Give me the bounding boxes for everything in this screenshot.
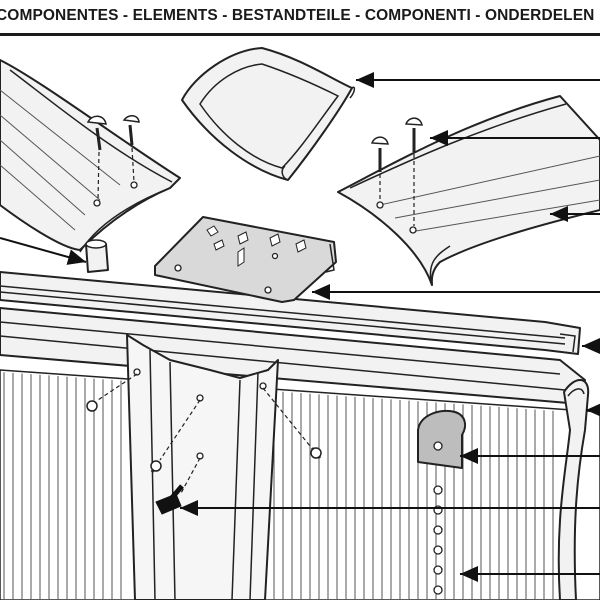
spacer-plug-part <box>85 239 109 273</box>
screws-right-part <box>370 117 423 226</box>
arrow-spacer <box>0 237 87 265</box>
components-header: COMPONENTES - ELEMENTS - BESTANDTEILE - … <box>0 0 600 36</box>
upright-post <box>126 334 279 600</box>
components-title: COMPONENTES - ELEMENTS - BESTANDTEILE - … <box>0 7 595 24</box>
top-rail-right-part <box>337 95 600 286</box>
upright-hole <box>433 565 443 575</box>
leader-arrows <box>0 72 600 582</box>
stabilizer-bracket-part <box>417 410 467 595</box>
screws-left <box>86 115 140 201</box>
upright-hole <box>433 485 443 495</box>
upright-hole <box>433 545 443 555</box>
upright-screws <box>86 373 322 473</box>
upright-bolt-part <box>155 457 201 515</box>
pool-liner-part <box>557 379 590 600</box>
upright-hole <box>433 585 443 595</box>
upright-hole <box>433 525 443 535</box>
connector-plate-part <box>154 216 337 303</box>
top-rail-left <box>0 59 181 253</box>
top-seat-cap-part <box>181 47 356 181</box>
